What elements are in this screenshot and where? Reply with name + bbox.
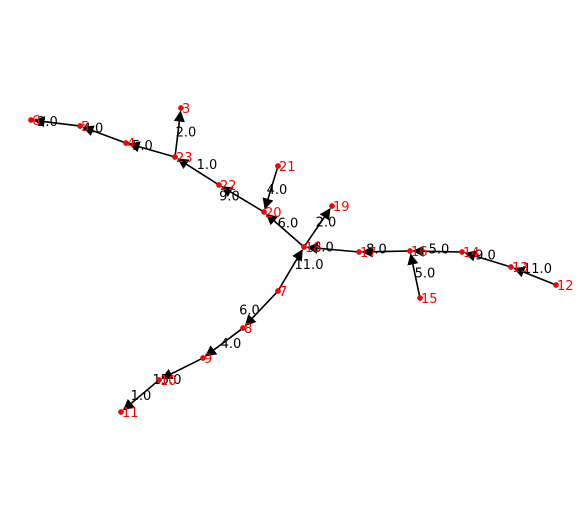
edge-weight-label: 2.0 xyxy=(316,216,337,231)
node-12-dot xyxy=(553,282,559,288)
edge-12-to-13 xyxy=(513,266,554,285)
node-21-dot xyxy=(275,163,281,169)
node-21-label: 21 xyxy=(279,160,296,175)
edge-21-to-20 xyxy=(262,168,279,210)
edge-8-to-9 xyxy=(204,328,242,357)
edge-weight-label: 9.0 xyxy=(219,190,240,205)
edge-7-to-18 xyxy=(278,249,303,290)
node-4-dot xyxy=(123,140,129,146)
edge-17-to-18 xyxy=(306,242,357,254)
node-6-dot xyxy=(28,117,34,123)
node-14-dot xyxy=(459,249,465,255)
edge-5-to-6 xyxy=(33,116,78,128)
node-14-label: 14 xyxy=(463,246,480,261)
node-7-dot xyxy=(275,288,281,294)
edge-weight-label: 4.0 xyxy=(83,122,104,137)
node-4-label: 4 xyxy=(127,137,135,152)
node-3-label: 3 xyxy=(182,102,190,117)
node-17-dot xyxy=(356,249,362,255)
node-15-label: 15 xyxy=(421,292,438,307)
node-20-dot xyxy=(261,209,267,215)
node-16-dot xyxy=(407,248,413,254)
edge-weight-label: 1.0 xyxy=(131,389,152,404)
node-12-label: 12 xyxy=(557,279,574,294)
edge-13-to-14 xyxy=(464,250,509,268)
edge-16-to-17 xyxy=(361,246,408,258)
edge-20-to-22 xyxy=(221,186,263,212)
node-15-dot xyxy=(417,295,423,301)
edge-7-to-8 xyxy=(244,292,277,327)
node-9-dot xyxy=(200,355,206,361)
node-22-dot xyxy=(216,182,222,188)
edge-weight-label: 5.0 xyxy=(132,139,153,154)
edge-weight-label: 9.0 xyxy=(475,249,496,264)
node-18-label: 18 xyxy=(305,241,322,256)
edge-weight-label: 2.0 xyxy=(176,126,197,141)
edges-layer xyxy=(33,110,554,411)
node-8-label: 8 xyxy=(244,322,252,337)
node-20-label: 20 xyxy=(265,206,282,221)
node-5-label: 5 xyxy=(81,120,89,135)
edge-4-to-5 xyxy=(82,125,124,143)
node-11-dot xyxy=(118,409,124,415)
edge-23-to-4 xyxy=(128,141,173,158)
node-3-dot xyxy=(178,105,184,111)
node-9-label: 9 xyxy=(204,352,212,367)
nodes-layer: 3 4 5 6 7 8 9 10 11 12 13 14 15 16 17 18 19 20 21 22 23 xyxy=(28,102,574,421)
edge-weight-label: 11.0 xyxy=(523,262,552,277)
edge-23-to-3 xyxy=(173,110,185,155)
node-18-dot xyxy=(301,244,307,250)
edge-weight-label: 15.0 xyxy=(153,373,182,388)
edge-weight-label: 11.0 xyxy=(295,258,324,273)
node-16-label: 16 xyxy=(411,245,428,260)
edge-15-to-16 xyxy=(407,253,421,296)
node-17-label: 17 xyxy=(360,246,377,261)
node-13-label: 13 xyxy=(512,261,529,276)
node-11-label: 11 xyxy=(122,406,139,421)
edge-weight-label: 2.0 xyxy=(37,115,58,130)
edge-weight-label: 6.0 xyxy=(239,304,260,319)
edge-weight-label: 4.0 xyxy=(267,183,288,198)
edge-18-to-20 xyxy=(265,213,303,246)
edge-9-to-10 xyxy=(161,358,202,380)
node-8-dot xyxy=(240,325,246,331)
edge-14-to-16 xyxy=(412,245,460,257)
edge-22-to-23 xyxy=(177,158,218,185)
node-22-label: 22 xyxy=(220,179,237,194)
node-13-dot xyxy=(508,264,514,270)
node-19-dot xyxy=(329,203,335,209)
edge-weight-label: 5.0 xyxy=(429,243,450,258)
node-23-label: 23 xyxy=(176,151,193,166)
edge-weight-label: 5.0 xyxy=(415,267,436,282)
edge-weight-label: 1.0 xyxy=(197,158,218,173)
node-23-dot xyxy=(172,154,178,160)
edge-labels-layer: 2.0 4.0 5.0 2.0 1.0 9.0 4.0 6.0 2.0 6.0 8.0 5.0 5.0 9… xyxy=(37,115,552,404)
edge-18-to-19 xyxy=(304,208,331,246)
edge-10-to-11 xyxy=(122,381,158,411)
edge-weight-label: 6.0 xyxy=(313,241,334,256)
node-5-dot xyxy=(77,123,83,129)
node-10-dot xyxy=(156,377,162,383)
node-19-label: 19 xyxy=(333,200,350,215)
node-6-label: 6 xyxy=(32,114,40,129)
node-7-label: 7 xyxy=(279,285,287,300)
node-10-label: 10 xyxy=(160,374,177,389)
edge-weight-label: 4.0 xyxy=(221,337,242,352)
edge-weight-label: 6.0 xyxy=(278,217,299,232)
edge-weight-label: 8.0 xyxy=(366,243,387,258)
